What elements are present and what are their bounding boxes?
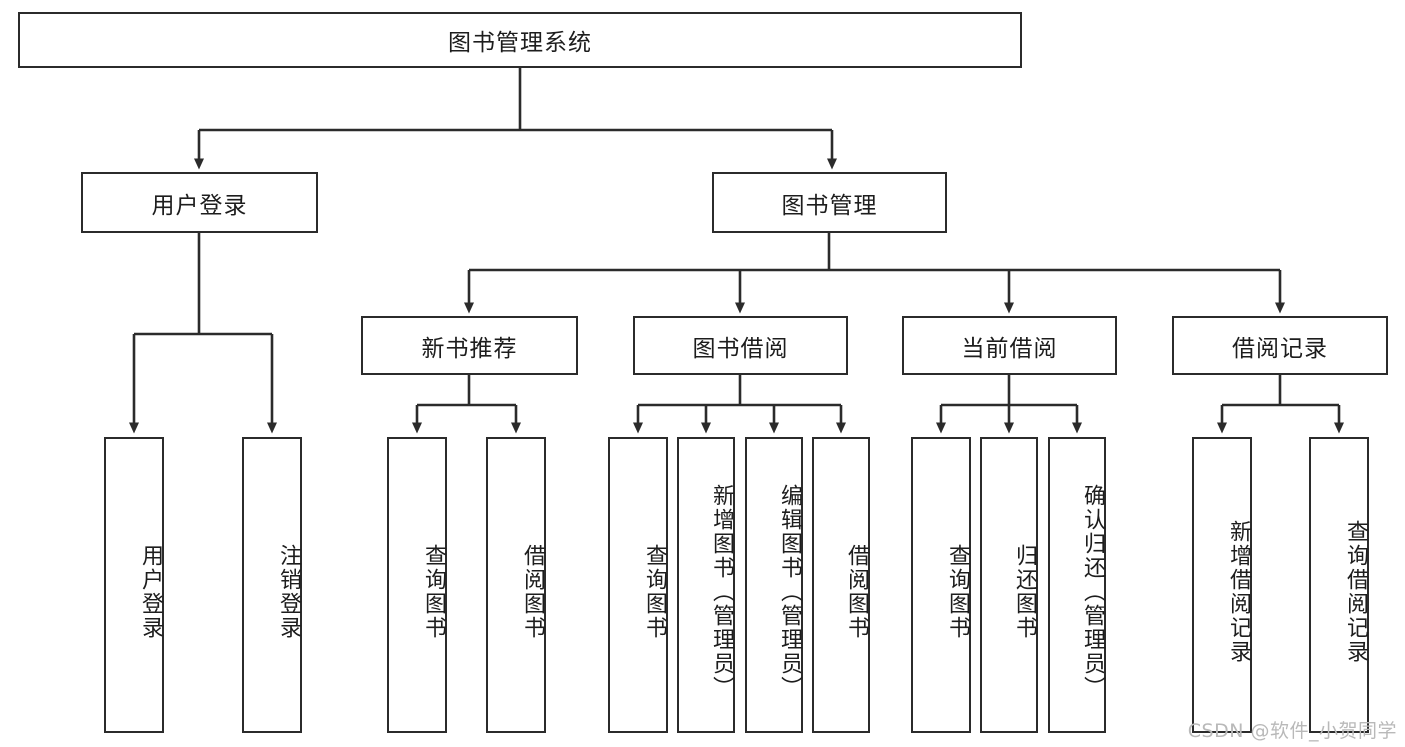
node-root-system[interactable]: 图书管理系统 bbox=[18, 12, 1022, 68]
node-label: 新书推荐 bbox=[421, 335, 518, 362]
leaf-user-login[interactable]: 用户登录 bbox=[104, 437, 164, 733]
leaf-user-logout[interactable]: 注销登录 bbox=[242, 437, 302, 733]
node-label: 查询图书 bbox=[642, 544, 667, 640]
node-user-login[interactable]: 用户登录 bbox=[81, 172, 318, 233]
leaf-query-book-current[interactable]: 查询图书 bbox=[911, 437, 971, 733]
node-label: 查询借阅记录 bbox=[1343, 520, 1368, 664]
node-label: 查询图书 bbox=[945, 544, 970, 640]
node-label: 图书管理系统 bbox=[448, 30, 592, 56]
leaf-query-borrow-record[interactable]: 查询借阅记录 bbox=[1309, 437, 1369, 733]
node-label: 借阅记录 bbox=[1232, 335, 1328, 362]
node-book-management[interactable]: 图书管理 bbox=[712, 172, 947, 233]
node-label: 查询图书 bbox=[421, 544, 446, 640]
node-label: 图书借阅 bbox=[692, 335, 789, 362]
leaf-borrow-book[interactable]: 借阅图书 bbox=[812, 437, 870, 733]
leaf-add-book-admin[interactable]: 新增图书（管理员） bbox=[677, 437, 735, 733]
node-current-borrow[interactable]: 当前借阅 bbox=[902, 316, 1117, 375]
leaf-return-book[interactable]: 归还图书 bbox=[980, 437, 1038, 733]
node-label: 当前借阅 bbox=[961, 335, 1058, 362]
node-label: 借阅图书 bbox=[844, 544, 869, 640]
leaf-query-book-borrow[interactable]: 查询图书 bbox=[608, 437, 668, 733]
node-label: 编辑图书（管理员） bbox=[777, 484, 802, 700]
leaf-edit-book-admin[interactable]: 编辑图书（管理员） bbox=[745, 437, 803, 733]
leaf-borrow-book-recommend[interactable]: 借阅图书 bbox=[486, 437, 546, 733]
node-new-book-recommend[interactable]: 新书推荐 bbox=[361, 316, 578, 375]
node-label: 新增借阅记录 bbox=[1226, 520, 1251, 664]
leaf-query-book-recommend[interactable]: 查询图书 bbox=[387, 437, 447, 733]
node-label: 确认归还（管理员） bbox=[1080, 484, 1105, 700]
node-label: 新增图书（管理员） bbox=[709, 484, 734, 700]
leaf-confirm-return-admin[interactable]: 确认归还（管理员） bbox=[1048, 437, 1106, 733]
node-label: 用户登录 bbox=[151, 192, 248, 219]
node-label: 用户登录 bbox=[138, 544, 163, 640]
node-label: 归还图书 bbox=[1012, 544, 1037, 640]
node-label: 图书管理 bbox=[781, 192, 878, 219]
leaf-add-borrow-record[interactable]: 新增借阅记录 bbox=[1192, 437, 1252, 733]
node-book-borrow[interactable]: 图书借阅 bbox=[633, 316, 848, 375]
node-borrow-record[interactable]: 借阅记录 bbox=[1172, 316, 1388, 375]
node-label: 注销登录 bbox=[276, 544, 301, 640]
node-label: 借阅图书 bbox=[520, 544, 545, 640]
watermark: CSDN @软件_小贺同学 bbox=[1187, 720, 1397, 742]
